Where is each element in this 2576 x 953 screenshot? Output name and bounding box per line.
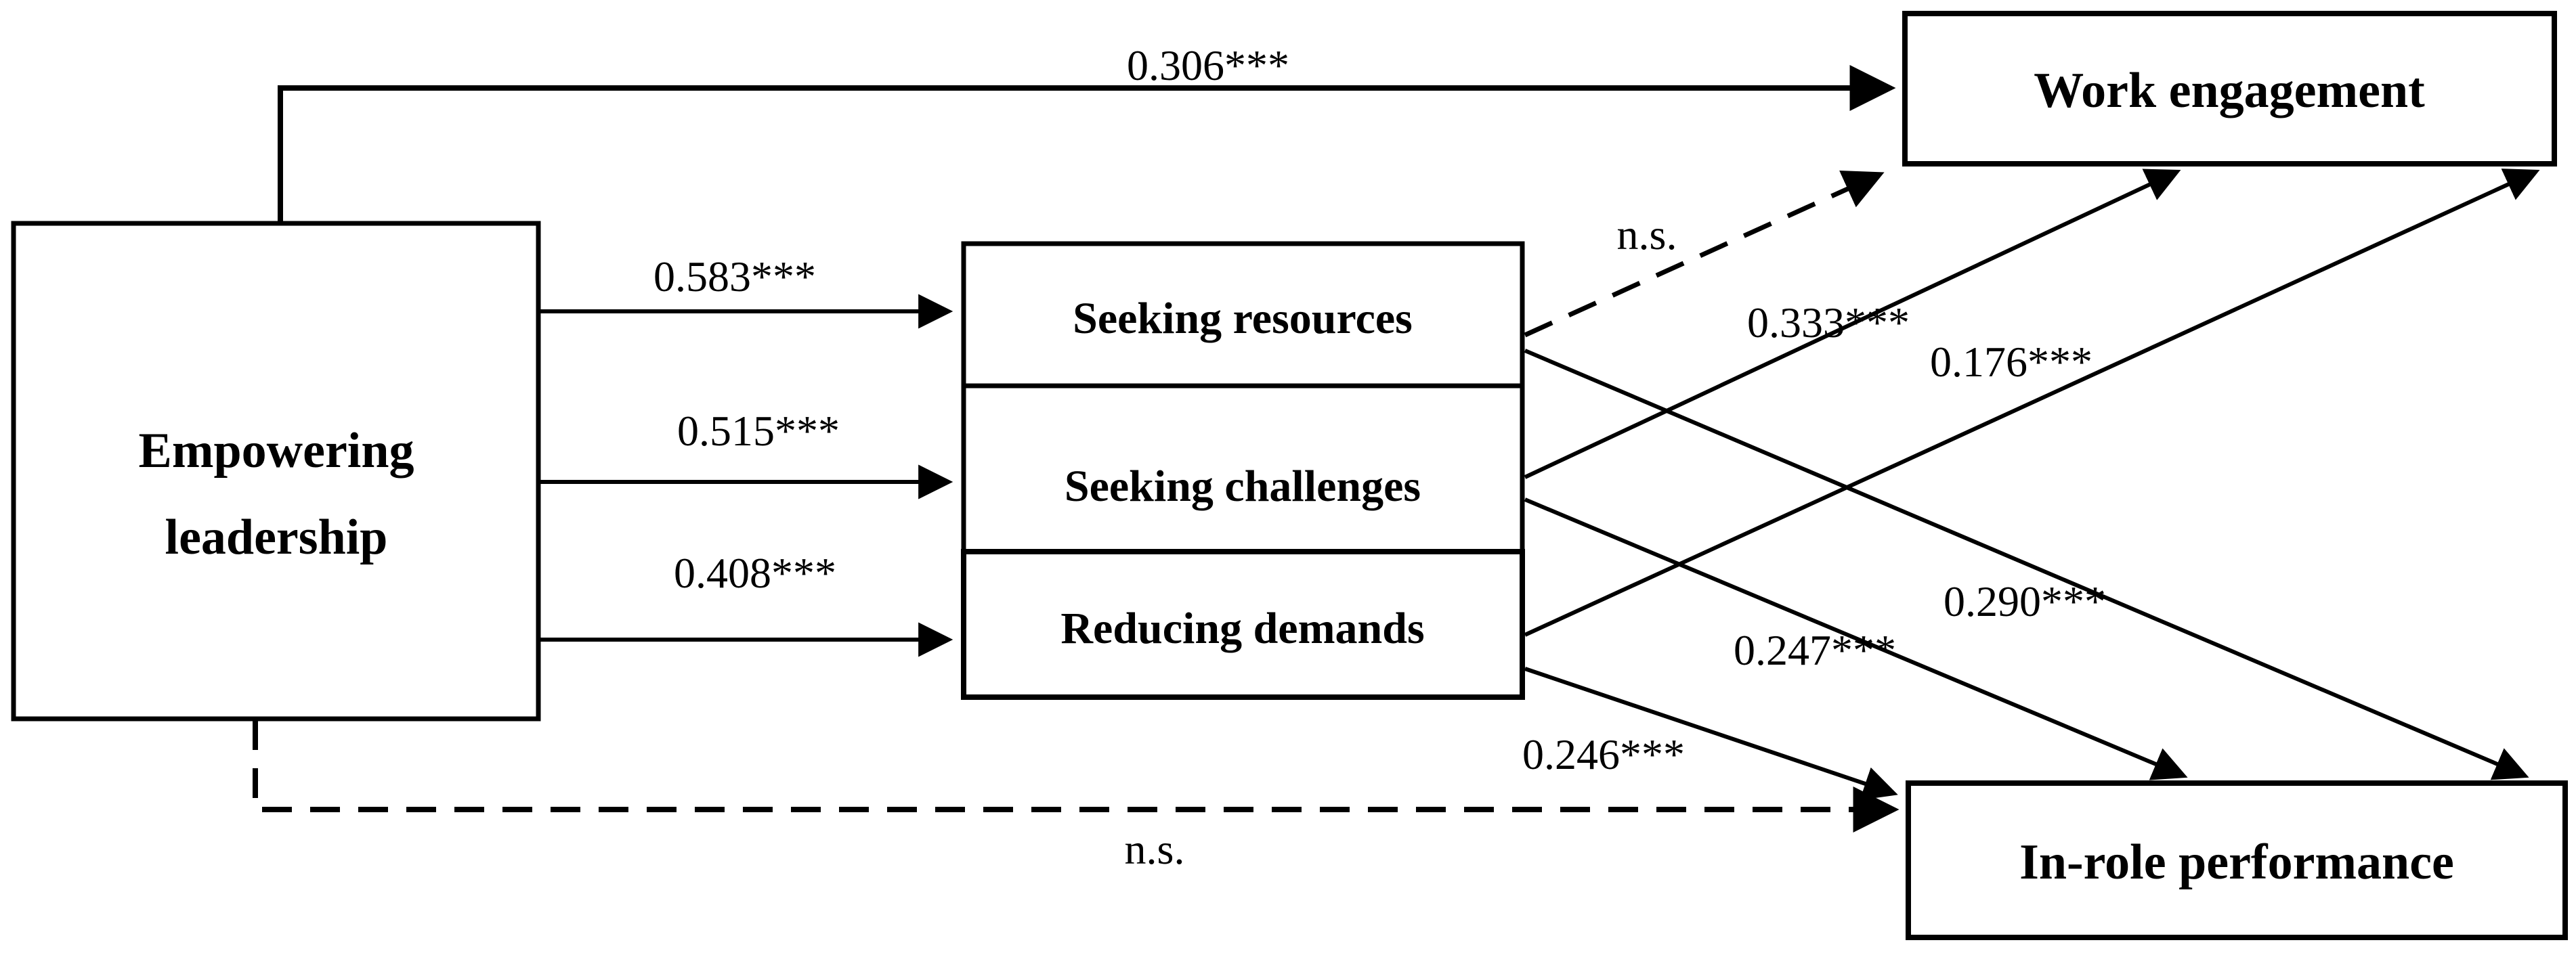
coefficient-seeking-challenges-to-work-engagement: 0.333*** — [1747, 298, 1910, 347]
node-seeking-resources-label: Seeking resources — [1073, 294, 1413, 343]
node-in-role-performance-box — [1906, 780, 2568, 940]
coefficient-empowering-to-work-engagement: 0.306*** — [1127, 41, 1289, 89]
coefficient-seeking-resources-to-work-engagement-ns: n.s. — [1617, 210, 1677, 259]
coefficient-empowering-to-reducing-demands: 0.408*** — [674, 549, 836, 597]
node-reducing-demands-label: Reducing demands — [1060, 604, 1424, 653]
arrow-seeking-resources-to-in-role-performance — [1524, 349, 2529, 780]
node-seeking-resources-box — [961, 241, 1525, 389]
coefficient-reducing-demands-to-in-role-performance: 0.246*** — [1522, 730, 1685, 778]
coefficient-seeking-resources-to-in-role-performance: 0.290*** — [1944, 577, 2106, 625]
node-reducing-demands-box — [961, 549, 1525, 700]
coefficient-seeking-challenges-to-in-role-performance: 0.247*** — [1734, 626, 1896, 674]
node-empowering-leadership-label-line1: Empowering — [139, 423, 414, 479]
node-work-engagement-label: Work engagement — [2034, 63, 2425, 118]
node-in-role-performance-label: In-role performance — [2019, 835, 2454, 890]
coefficient-reducing-demands-to-work-engagement: 0.176*** — [1930, 338, 2092, 386]
arrow-empowering-to-in-role-performance-dashed — [253, 720, 1899, 833]
node-empowering-leadership-box — [11, 221, 541, 722]
arrow-seeking-challenges-to-in-role-performance — [1524, 497, 2188, 780]
node-empowering-leadership-label-line2: leadership — [165, 510, 388, 565]
arrow-seeking-challenges-to-work-engagement — [1524, 169, 2181, 479]
coefficient-empowering-to-seeking-resources: 0.583*** — [653, 252, 816, 301]
arrow-reducing-demands-to-in-role-performance — [1524, 667, 1898, 801]
coefficient-empowering-to-seeking-challenges: 0.515*** — [677, 407, 840, 455]
node-work-engagement-box — [1902, 11, 2557, 167]
arrow-seeking-resources-to-work-engagement-dashed — [1524, 171, 1885, 338]
coefficient-empowering-to-in-role-performance-ns: n.s. — [1125, 825, 1185, 873]
node-seeking-challenges-box — [961, 383, 1525, 554]
arrow-empowering-to-work-engagement — [278, 65, 1896, 225]
node-seeking-challenges-label: Seeking challenges — [1065, 462, 1421, 511]
arrow-reducing-demands-to-work-engagement — [1524, 169, 2540, 637]
